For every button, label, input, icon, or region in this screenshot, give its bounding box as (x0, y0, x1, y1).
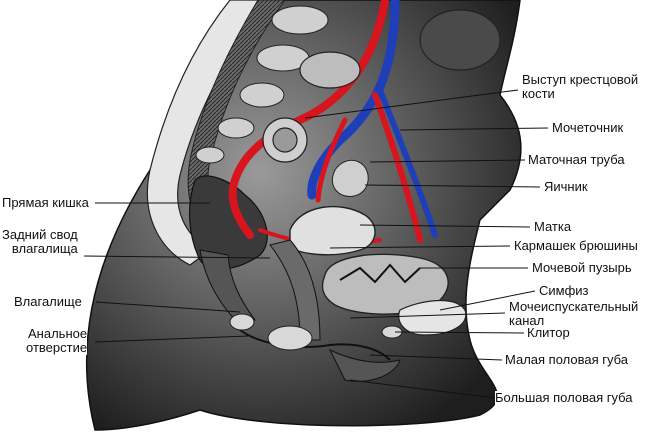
label-symphysis: Симфиз (539, 283, 589, 298)
symphysis-shape (398, 299, 467, 336)
vagina-shape (269, 239, 321, 341)
leader-lines (83, 89, 549, 399)
label-sacral-promontory: Выступ крестцовой кости (522, 72, 639, 101)
label-anus: Анальное отверстие (26, 326, 88, 355)
bladder-folds (339, 263, 421, 284)
label-peritoneal-pouch: Кармашек брюшины (514, 238, 638, 253)
label-uterus: Матка (534, 219, 572, 234)
perineal-body (267, 325, 313, 351)
label-bladder: Мочевой пузырь (532, 260, 632, 275)
intestine-loops (262, 9, 501, 163)
label-vagina: Влагалище (14, 294, 82, 309)
label-urethra: Мочеиспускательный канал (509, 299, 639, 328)
ovary-shape (331, 160, 369, 197)
anal-sphincter (229, 313, 255, 331)
label-ovary: Яичник (544, 179, 588, 194)
perineum (239, 329, 391, 361)
label-fallopian-tube: Маточная труба (528, 152, 625, 167)
label-posterior-fornix: Задний свод влагалища (2, 227, 78, 256)
label-clitoris: Клитор (527, 325, 570, 340)
label-labia-minora: Малая половая губа (505, 352, 629, 367)
label-rectum: Прямая кишка (2, 195, 89, 210)
uterus-shape (289, 205, 376, 256)
label-labia-majora: Большая половая губа (495, 390, 633, 405)
label-ureter: Мочеточник (552, 120, 624, 135)
